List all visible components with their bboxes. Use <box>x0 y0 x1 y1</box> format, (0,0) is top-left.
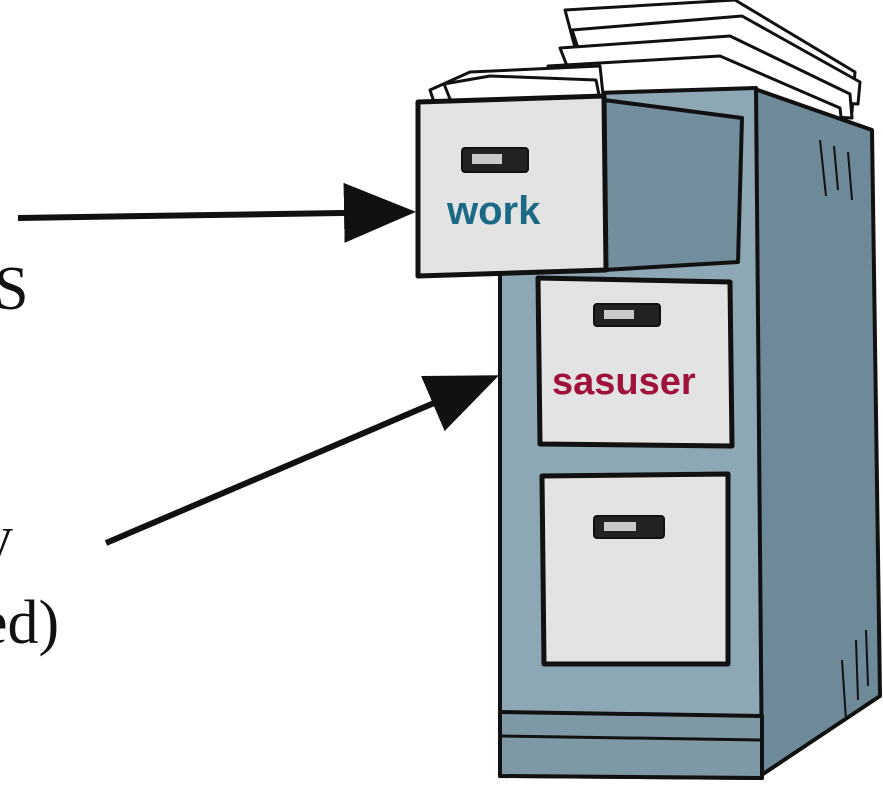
drawer-sasuser <box>535 275 735 449</box>
cabinet-side-hatching <box>819 139 869 721</box>
base-line <box>501 734 761 742</box>
text-fragment-y: y <box>0 508 13 566</box>
drawer-bottom <box>539 471 731 667</box>
drawer-bottom-handle <box>593 515 665 539</box>
cabinet-base <box>498 710 764 780</box>
arrow-to-sasuser-drawer <box>104 375 500 546</box>
drawer-sasuser-label: sasuser <box>552 361 696 403</box>
cabinet-side-panel <box>750 86 882 778</box>
drawer-sasuser-handle <box>593 303 661 327</box>
drawer-work-handle <box>461 147 529 173</box>
arrow-to-work-drawer <box>17 182 416 243</box>
drawer-work-label: work <box>446 189 541 233</box>
text-fragment-s: S <box>0 255 29 323</box>
open-drawer-interior <box>602 98 744 272</box>
drawer-work <box>415 93 609 279</box>
text-fragment-ed: ed) <box>0 589 60 657</box>
